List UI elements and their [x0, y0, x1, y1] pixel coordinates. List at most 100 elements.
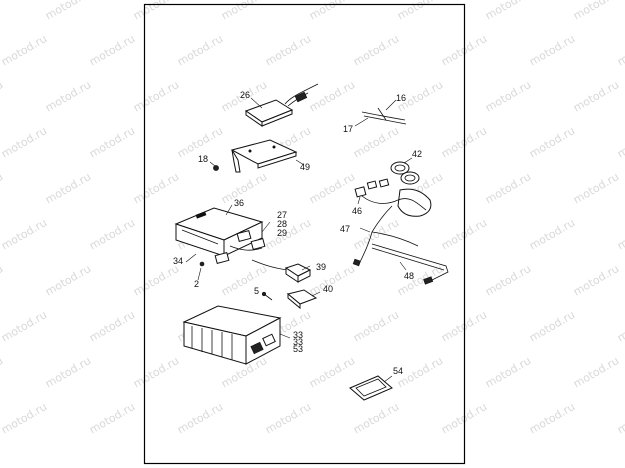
watermark-text: motod.ru: [0, 216, 49, 252]
part-34-bracket: [185, 253, 197, 263]
watermark-text: motod.ru: [43, 78, 93, 114]
watermark-text: motod.ru: [351, 124, 401, 160]
watermark-text: motod.ru: [0, 170, 5, 206]
callout-27: 27: [277, 210, 287, 220]
part-18-screw: [209, 161, 219, 171]
callout-39: 39: [316, 262, 326, 272]
callout-40: 40: [323, 284, 333, 294]
watermark-text: motod.ru: [0, 400, 49, 436]
part-26-module: [244, 83, 319, 127]
watermark-text: motod.ru: [43, 170, 93, 206]
watermark-text: motod.ru: [87, 400, 137, 436]
watermark-text: motod.ru: [131, 354, 181, 390]
watermark-text: motod.ru: [395, 262, 445, 298]
watermark-text: motod.ru: [0, 0, 5, 23]
watermark-text: motod.ru: [87, 308, 137, 344]
callout-34: 34: [173, 256, 183, 266]
watermark-text: motod.ru: [483, 78, 533, 114]
watermark-text: motod.ru: [351, 32, 401, 68]
callout-5: 5: [254, 286, 259, 296]
part-49-bracket: [230, 139, 305, 173]
callout-26: 26: [240, 90, 250, 100]
part-27-29-connectors: [214, 221, 271, 265]
watermark-text: motod.ru: [131, 170, 181, 206]
watermark-text: motod.ru: [0, 354, 5, 390]
watermark-text: motod.ru: [43, 262, 93, 298]
part-40-clip: [286, 289, 321, 310]
callout-53: 53: [293, 344, 303, 354]
watermark-text: motod.ru: [571, 78, 621, 114]
watermark-layer: motod.ru motod.ru motod.ru motod.ru motod.ru…: [0, 0, 625, 437]
watermark-text: motod.ru: [527, 124, 577, 160]
watermark-text: motod.ru: [351, 400, 401, 436]
watermark-text: motod.ru: [0, 78, 5, 114]
watermark-text: motod.ru: [351, 308, 401, 344]
callout-48: 48: [404, 271, 414, 281]
watermark-text: motod.ru: [571, 262, 621, 298]
watermark-text: motod.ru: [307, 0, 357, 23]
watermark-text: motod.ru: [131, 78, 181, 114]
watermark-text: motod.ru: [571, 354, 621, 390]
watermark-text: motod.ru: [307, 354, 357, 390]
watermark-text: motod.ru: [307, 170, 357, 206]
watermark-text: motod.ru: [43, 354, 93, 390]
callout-54: 54: [393, 366, 403, 376]
watermark-text: motod.ru: [527, 400, 577, 436]
callout-36: 36: [234, 198, 244, 208]
watermark-text: motod.ru: [175, 32, 225, 68]
watermark-text: motod.ru: [483, 170, 533, 206]
watermark-text: motod.ru: [43, 0, 93, 23]
part-39-antenna-module: [251, 259, 312, 283]
watermark-text: motod.ru: [0, 262, 5, 298]
watermark-text: motod.ru: [307, 78, 357, 114]
watermark-text: motod.ru: [0, 124, 49, 160]
watermark-text: motod.ru: [483, 354, 533, 390]
part-48-lead: [352, 243, 449, 285]
watermark-text: motod.ru: [263, 32, 313, 68]
watermark-text: motod.ru: [219, 0, 269, 23]
watermark-text: motod.ru: [87, 32, 137, 68]
callout-17: 17: [343, 124, 353, 134]
part-46-connector: [354, 178, 390, 205]
watermark-text: motod.ru: [483, 0, 533, 23]
watermark-text: motod.ru: [615, 124, 625, 160]
watermark-text: motod.ru: [571, 170, 621, 206]
watermark-text: motod.ru: [615, 216, 625, 252]
callout-46: 46: [352, 206, 362, 216]
part-5-screw: [261, 291, 273, 301]
watermark-text: motod.ru: [615, 32, 625, 68]
watermark-text: motod.ru: [131, 262, 181, 298]
callout-49: 49: [300, 162, 310, 172]
watermark-text: motod.ru: [571, 0, 621, 23]
callout-47: 47: [340, 224, 350, 234]
callout-42: 42: [412, 149, 422, 159]
callout-18: 18: [198, 154, 208, 164]
watermark-text: motod.ru: [0, 32, 49, 68]
callout-2: 2: [194, 279, 199, 289]
watermark-text: motod.ru: [175, 400, 225, 436]
watermark-text: motod.ru: [219, 262, 269, 298]
part-54-card: [349, 375, 393, 401]
watermark-text: motod.ru: [615, 308, 625, 344]
part-33-chassis: [182, 305, 291, 365]
callout-16: 16: [396, 93, 406, 103]
watermark-text: motod.ru: [483, 262, 533, 298]
watermark-text: motod.ru: [527, 32, 577, 68]
watermark-text: motod.ru: [0, 308, 49, 344]
watermark-text: motod.ru: [87, 124, 137, 160]
callout-33-a: 33: [293, 330, 303, 340]
part-2-screw: [197, 261, 205, 281]
watermark-text: motod.ru: [615, 400, 625, 436]
watermark-text: motod.ru: [395, 0, 445, 23]
part-47-harness: [359, 195, 427, 263]
watermark-text: motod.ru: [527, 216, 577, 252]
watermark-text: motod.ru: [131, 0, 181, 23]
part-42-grommets: [390, 157, 432, 217]
watermark-text: motod.ru: [87, 216, 137, 252]
diagram-frame: [143, 3, 466, 465]
watermark-text: motod.ru: [263, 216, 313, 252]
watermark-text: motod.ru: [263, 400, 313, 436]
watermark-text: motod.ru: [527, 308, 577, 344]
